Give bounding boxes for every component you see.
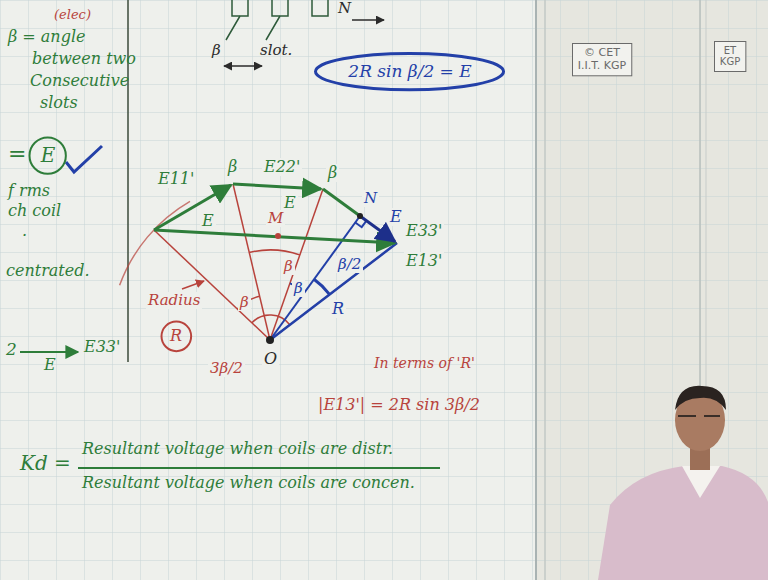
phasor-radii [233, 184, 270, 340]
angle-label: β [226, 158, 239, 176]
phasor-label: E33' [82, 338, 122, 356]
phasor-label: E22' [262, 158, 302, 176]
note-text: In terms of 'R' [372, 356, 477, 371]
phasor-label: E [42, 356, 58, 374]
watermark-text: © CET [584, 47, 620, 60]
coil-phasors [154, 184, 395, 243]
radius-label: R [330, 300, 346, 318]
margin-sketch [78, 467, 440, 469]
coil-slots-sketch [226, 16, 280, 40]
circle-outline [30, 138, 66, 174]
angle-label: β [238, 294, 251, 311]
node-text: E [41, 144, 56, 167]
coil-phasors [323, 189, 360, 216]
board-background [535, 0, 537, 580]
oval-outline [316, 54, 504, 90]
phasor-label: E13' [404, 252, 444, 270]
board-background [544, 0, 546, 580]
point-label: N [362, 190, 379, 207]
phasor-perpendicular [355, 221, 366, 228]
angle-label: β [292, 280, 305, 297]
node-text: 2R sin β/2 = E [348, 62, 471, 82]
watermark-box: ETKGP [714, 41, 746, 72]
box-outline [714, 41, 745, 71]
coil-slots-sketch [232, 0, 248, 16]
phasor-label: E [282, 194, 298, 212]
radius-label: Radius [146, 292, 202, 309]
phasor-points [266, 336, 274, 344]
phasor-perpendicular [270, 216, 397, 340]
lecturer-figure [675, 386, 726, 410]
box-outline [572, 44, 631, 76]
lecturer-figure [598, 386, 768, 580]
phasor-radii [249, 250, 300, 255]
point-label: M [266, 210, 285, 227]
note-text: β = angle [6, 28, 88, 46]
origin-label: O [262, 350, 279, 368]
circle-outline [161, 321, 191, 351]
note-text: f rms [6, 182, 52, 200]
phasor-points [266, 213, 363, 344]
formula-text: Kd = [18, 452, 73, 474]
phasor-radii [154, 230, 270, 340]
watermark-box: © CETI.I.T. KGP [572, 43, 632, 76]
circled-symbol: E [28, 136, 67, 175]
lecturer-figure [678, 415, 720, 417]
angle-label: β/2 [336, 256, 363, 273]
coil-slots-sketch [352, 19, 384, 21]
note-text: ch coil [6, 202, 63, 220]
phasor-perpendicular [270, 243, 397, 340]
formula-text: |E13'| = 2R sin 3β/2 [316, 396, 482, 414]
phasor-perpendicular [314, 279, 330, 294]
watermark-text: I.I.T. KGP [578, 60, 626, 73]
note-text: 2 [4, 340, 19, 359]
phasor-label: E11' [156, 170, 196, 188]
coil-slots-sketch [224, 65, 262, 67]
note-text: slot. [258, 42, 294, 59]
pole-label: N [336, 0, 353, 17]
phasor-radii [182, 281, 204, 289]
phasor-label: E33' [404, 222, 444, 240]
margin-sketch [20, 146, 440, 468]
circled-symbol: R [160, 320, 193, 353]
note-text: centrated. [4, 262, 92, 280]
coil-phasors [154, 230, 395, 243]
angle-label: β [326, 164, 339, 182]
angle-label: β [282, 258, 295, 275]
angle-label: β [210, 42, 223, 59]
note-text: = [6, 142, 28, 166]
watermark-text: ET [724, 45, 736, 57]
watermark-text: KGP [720, 56, 740, 68]
angle-label: 3β/2 [208, 360, 245, 377]
phasor-label: E [200, 212, 216, 230]
coil-slots-sketch [272, 0, 288, 16]
formula-text: Resultant voltage when coils are distr. [80, 440, 395, 458]
node-text: R [170, 327, 182, 345]
coil-slots-sketch [312, 0, 328, 16]
note-text: Consecutive [28, 72, 131, 90]
phasor-points [275, 233, 281, 239]
note-text: between two [30, 50, 138, 68]
phasor-radii [120, 184, 397, 340]
lecturer-figure [682, 466, 720, 498]
formula-oval: 2R sin β/2 = E [314, 52, 505, 91]
note-text: slots [38, 94, 80, 112]
phasor-radii [270, 243, 397, 340]
coil-phasors [233, 184, 321, 189]
phasor-points [357, 213, 363, 219]
margin-sketch [20, 351, 78, 353]
coil-phasors [154, 185, 231, 230]
note-text: . [20, 222, 29, 240]
phasor-label: E [388, 208, 404, 226]
lecturer-figure [598, 466, 768, 580]
formula-text: Resultant voltage when coils are concen. [80, 474, 417, 492]
note-text: (elec) [52, 8, 93, 22]
margin-sketch [66, 146, 102, 172]
phasor-perpendicular [270, 216, 360, 340]
